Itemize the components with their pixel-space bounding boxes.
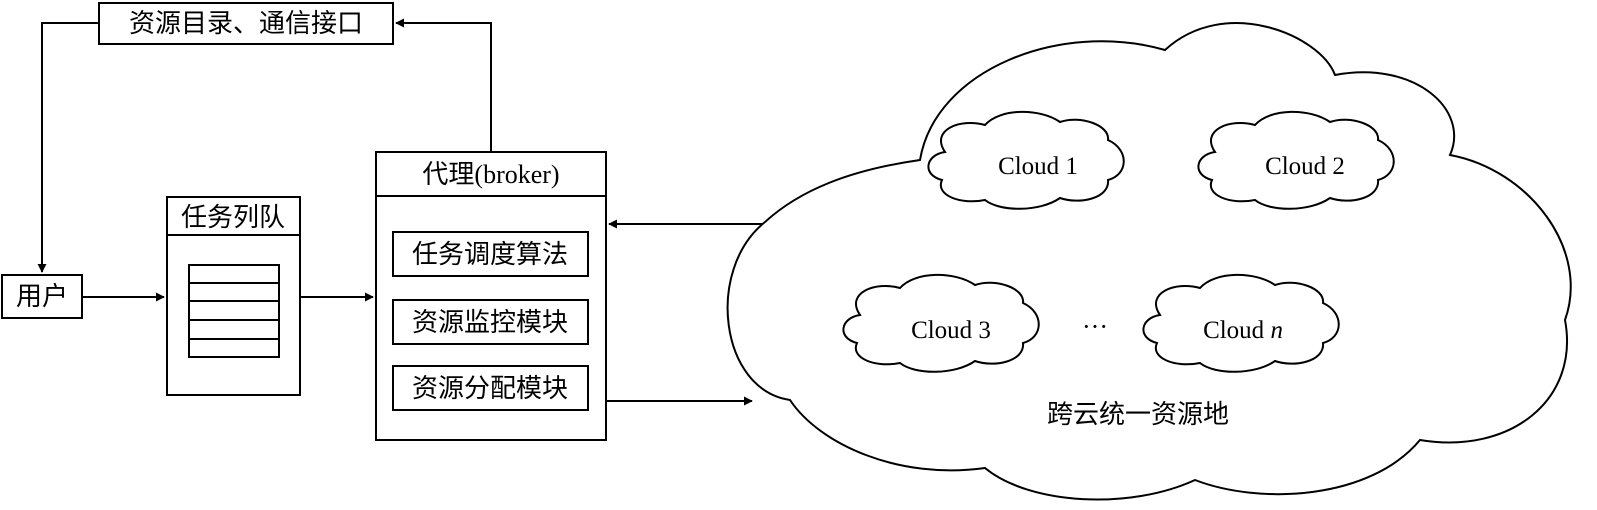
broker-title: 代理(broker) [422,160,559,189]
cloud-2-shape [1197,110,1395,210]
monitor-module-label: 资源监控模块 [412,308,568,337]
cloud-3-label: Cloud 3 [911,317,991,344]
scheduling-module-box [392,231,589,277]
cloud-n-label: Cloud n [1203,317,1283,344]
task-queue-title: 任务列队 [181,203,285,232]
cloud-1-shape [927,110,1125,210]
resource-pool-label: 跨云统一资源地 [1047,400,1229,429]
cloud-n-shape [1142,273,1340,373]
cloud-n-var: n [1270,317,1283,344]
queue-stack [188,264,280,358]
cloud-2-label: Cloud 2 [1265,153,1345,180]
cloud-3-shape [842,273,1040,373]
allocation-module-box [392,365,589,411]
cloud-n-prefix: Cloud [1203,317,1270,344]
directory-to-user-arrow [37,22,99,273]
user-box [1,274,83,319]
user-label: 用户 [16,282,68,311]
directory-label: 资源目录、通信接口 [129,9,363,38]
scheduling-module-label: 任务调度算法 [412,240,568,269]
broker-to-directory-arrow [395,18,492,152]
allocation-module-label: 资源分配模块 [412,374,568,403]
cloud-1-label: Cloud 1 [998,153,1078,180]
ellipsis: ··· [1082,312,1108,341]
monitor-module-box [392,299,589,345]
